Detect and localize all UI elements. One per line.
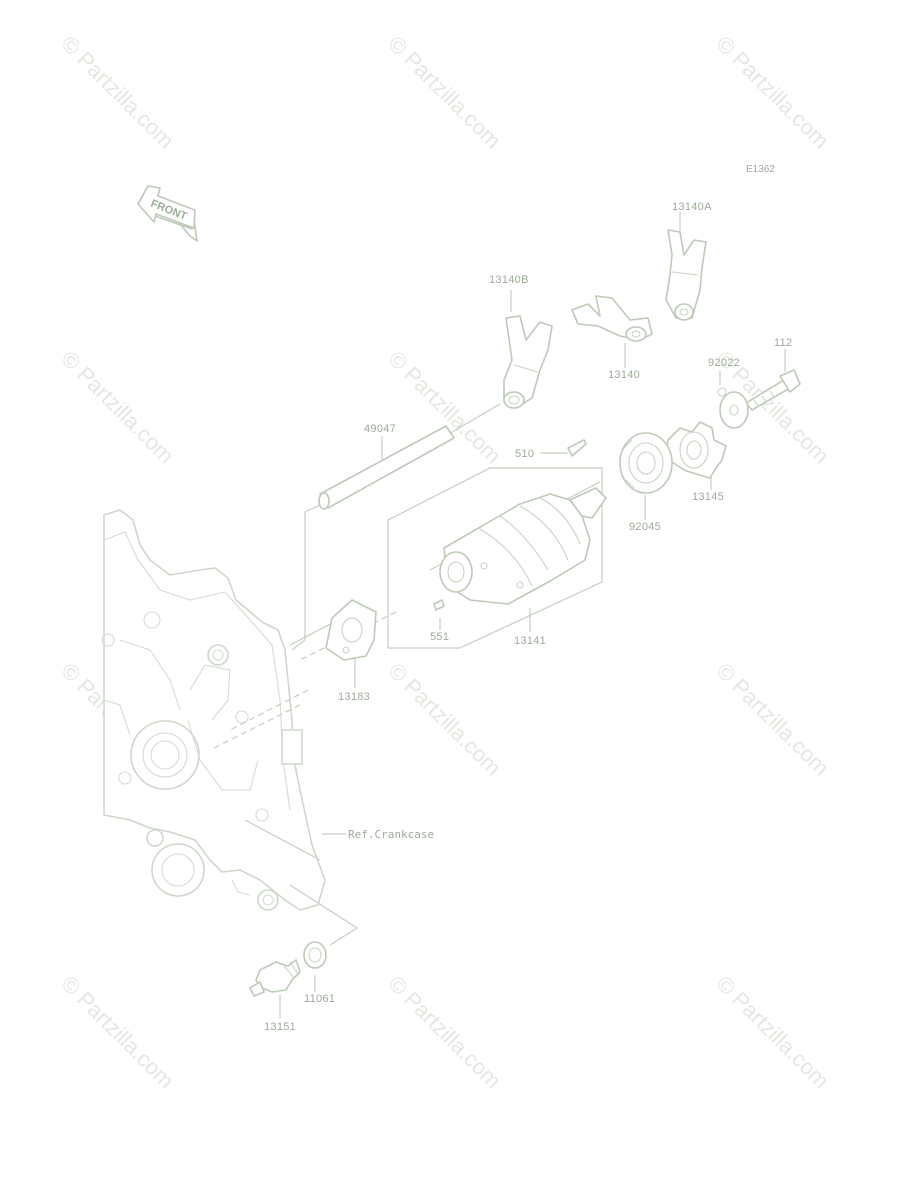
label-112[interactable]: 112 [774,337,792,349]
shift-fork-13140 [571,295,653,342]
label-510[interactable]: 510 [515,448,534,460]
label-13140a[interactable]: 13140A [672,201,712,213]
watermark-text: © Partzilla.com [383,971,506,1094]
shift-fork-13140b [503,315,553,409]
watermark-text: © Partzilla.com [711,971,834,1094]
watermark-text: © Partzilla.com [383,658,506,781]
fork-shaft-49047 [318,425,455,510]
neutral-switch-13151 [249,959,301,997]
gasket-11061 [303,941,327,969]
label-49047[interactable]: 49047 [364,423,396,435]
crankcase-bore [130,720,200,790]
watermark-text: © Partzilla.com [383,31,506,154]
label-13151[interactable]: 13151 [264,1021,296,1033]
bolt-112 [745,369,801,411]
label-92022[interactable]: 92022 [708,357,740,369]
label-13140[interactable]: 13140 [608,369,640,381]
label-13140b[interactable]: 13140B [489,274,529,286]
washer-92022 [717,387,749,429]
watermark-text: © Partzilla.com [56,971,179,1094]
shift-fork-13140a [665,229,707,321]
watermark-text: © Partzilla.com [56,346,179,469]
shift-drum-star-13145 [665,421,727,479]
watermark-text: © Partzilla.com [711,31,834,154]
crankcase-drawing [101,509,326,911]
part-labels: 13140A 13140B 13140 112 92022 49047 510 … [264,201,792,1033]
shift-drum-13141 [439,487,607,605]
pin-510 [567,439,587,457]
label-13141[interactable]: 13141 [514,635,546,647]
label-11061[interactable]: 11061 [304,993,335,1005]
watermark-text: © Partzilla.com [711,658,834,781]
pin-551 [433,599,445,611]
diagram-code: E1362 [746,164,775,175]
positioning-plate-13183 [325,599,377,661]
front-arrow-icon: FRONT [137,185,198,242]
label-13183[interactable]: 13183 [338,691,370,703]
label-ref-crankcase: Ref.Crankcase [348,828,434,841]
label-92045[interactable]: 92045 [629,521,661,533]
label-551[interactable]: 551 [430,631,449,643]
bearing-92045 [619,432,673,494]
label-13145[interactable]: 13145 [692,491,724,503]
watermark-text: © Partzilla.com [56,31,179,154]
